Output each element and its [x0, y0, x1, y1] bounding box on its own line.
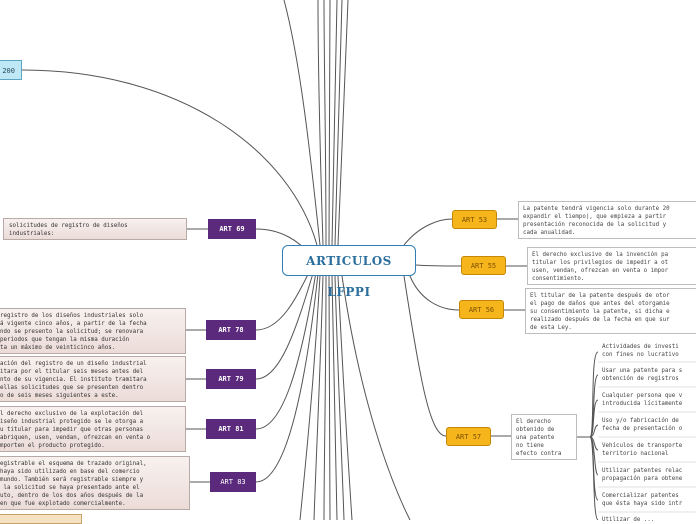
branch-line [409, 275, 460, 311]
desc-art-55[interactable]: El derecho exclusivo de la invención pa … [527, 247, 696, 285]
branch-line [341, 275, 411, 520]
art57-item[interactable]: Actividades de investi con fines no lucr… [602, 344, 679, 358]
desc-art-83[interactable]: egistrable el esquema de trazado origina… [0, 456, 190, 510]
central-topic[interactable]: ARTICULOS LFPPI [282, 245, 416, 299]
art57-item[interactable]: Utilizar patentes relac propagación para… [602, 468, 683, 482]
partial-bottom-node[interactable] [0, 514, 82, 524]
topic-art-81[interactable]: ART 81 [206, 419, 256, 439]
branch-line [589, 374, 599, 438]
branch-line [328, 275, 331, 520]
partial-tag-200[interactable]: 200 [0, 60, 22, 80]
desc-art-81[interactable]: l derecho exclusivo de la explotación de… [0, 406, 186, 452]
branch-line [255, 273, 319, 483]
desc-art-78[interactable]: registro de los diseños industriales sol… [0, 308, 186, 354]
branch-line [337, 0, 349, 246]
topic-art-69[interactable]: ART 69 [208, 219, 256, 239]
branch-line [255, 269, 315, 380]
art57-item[interactable]: Utilizar de ... [602, 517, 655, 523]
branch-line [283, 0, 321, 246]
topic-art-56[interactable]: ART 56 [459, 300, 504, 319]
branch-line [334, 0, 343, 246]
art57-item[interactable]: Uso y/o fabricación de fecha de presenta… [602, 418, 683, 432]
branch-line [589, 424, 599, 438]
desc-art-53[interactable]: La patente tendrá vigencia solo durante … [518, 201, 696, 239]
branch-line [589, 399, 599, 438]
branch-line [323, 275, 327, 520]
branch-line [415, 264, 462, 267]
branch-line [255, 271, 317, 430]
branch-line [299, 275, 321, 520]
branch-line [334, 275, 345, 520]
branch-line [403, 218, 453, 246]
desc-art-79[interactable]: ación del registro de un diseño industri… [0, 356, 186, 402]
topic-art-57[interactable]: ART 57 [446, 427, 491, 446]
art57-item[interactable]: Comercializar patentes que ésta haya sid… [602, 493, 683, 507]
branch-line [313, 275, 324, 520]
art57-item[interactable]: Cualquier persona que v introducida líci… [602, 393, 683, 407]
branch-line [331, 275, 338, 520]
branch-line [317, 0, 324, 246]
topic-art-53[interactable]: ART 53 [452, 210, 497, 229]
branch-line [589, 436, 599, 520]
art57-item[interactable]: Usar una patente para s obtención de reg… [602, 368, 683, 382]
branch-line [255, 265, 313, 331]
branch-line [21, 69, 318, 246]
branch-line [403, 275, 447, 437]
art57-item[interactable]: Vehículos de transporte territorio nacio… [602, 443, 683, 457]
desc-art-57[interactable]: El derecho obtenido de una patente no ti… [511, 414, 577, 460]
desc-art-56[interactable]: El titular de la patente después de otor… [525, 288, 696, 334]
topic-art-78[interactable]: ART 78 [206, 320, 256, 340]
branch-line [331, 0, 338, 246]
branch-line [337, 275, 353, 520]
topic-art-83[interactable]: ART 83 [210, 472, 256, 492]
desc-art-69[interactable]: solicitudes de registro de diseños indus… [3, 218, 187, 240]
topic-art-79[interactable]: ART 79 [206, 369, 256, 389]
topic-art-55[interactable]: ART 55 [461, 256, 506, 275]
branch-line [328, 0, 331, 246]
branch-line [323, 0, 327, 246]
